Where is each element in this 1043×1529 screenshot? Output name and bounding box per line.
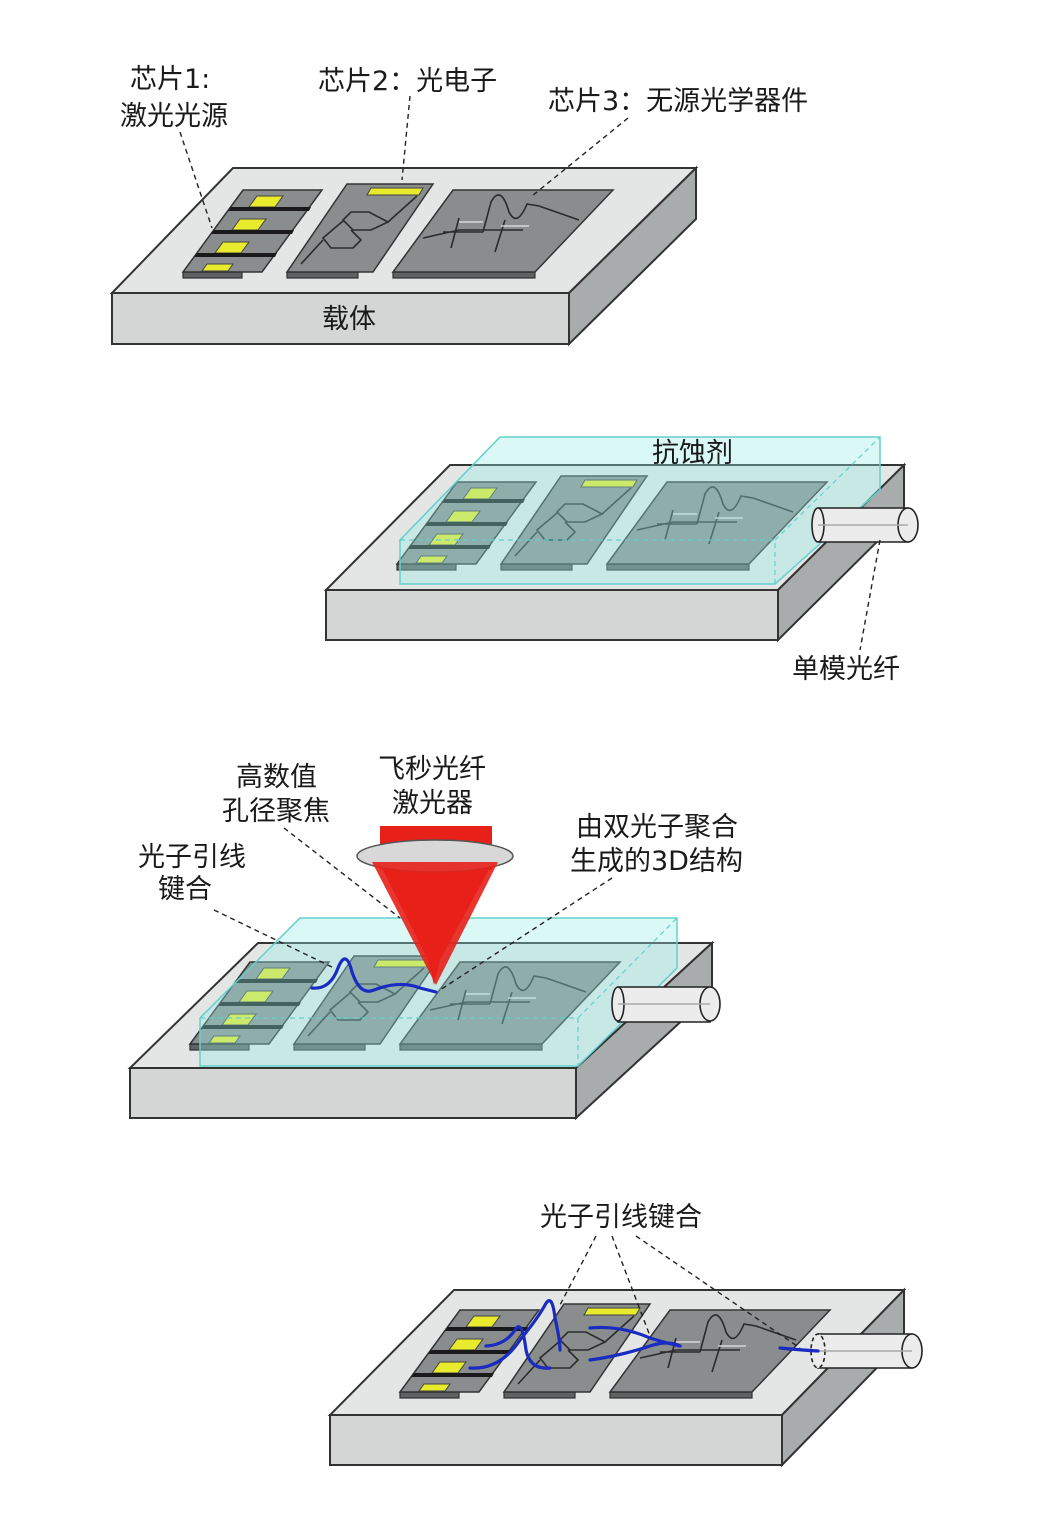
resist-label: 抗蚀剂 xyxy=(652,438,733,469)
panel-4-finished-bonds: 光子引线键合 xyxy=(327,1202,923,1468)
laser-label-line1: 飞秒光纤 xyxy=(378,754,486,785)
pwb-bond-4 xyxy=(588,1341,682,1362)
tpp-label-line2: 生成的3D结构 xyxy=(570,846,743,877)
chip1-label-line1: 芯片1: xyxy=(130,64,210,95)
pwb-bond-2 xyxy=(484,1325,552,1370)
chip1-leader xyxy=(179,131,213,229)
carrier-side xyxy=(568,165,697,347)
femtosecond-laser xyxy=(356,826,514,985)
single-mode-fiber xyxy=(811,507,919,543)
chip3-label: 芯片3：无源光学器件 xyxy=(548,86,808,117)
laser-label-line2: 激光器 xyxy=(392,788,473,819)
chip3-leader xyxy=(531,117,629,197)
pwb-label-4: 光子引线键合 xyxy=(540,1202,702,1233)
single-mode-fiber-3 xyxy=(611,986,721,1023)
single-mode-fiber-4 xyxy=(810,1333,923,1369)
chip1-label-line2: 激光光源 xyxy=(120,101,228,132)
pwb-label-line2: 键合 xyxy=(158,874,212,905)
pwb-label-line1: 光子引线 xyxy=(138,842,246,873)
panel-2-resist-and-fiber: 抗蚀剂 单模光纤 xyxy=(323,436,919,685)
na-label-line1: 高数值 xyxy=(236,762,317,793)
pwb-bond-5 xyxy=(778,1346,820,1353)
pwb-bond-1 xyxy=(468,1299,562,1370)
fiber-label: 单模光纤 xyxy=(792,654,900,685)
chip2-label: 芯片2：光电子 xyxy=(318,66,497,97)
photonic-wire-bond-writing xyxy=(310,957,438,994)
carrier-label: 载体 xyxy=(322,304,376,335)
panel-3-two-photon-writing: 高数值 孔径聚焦 飞秒光纤 激光器 光子引线 键合 由双光子聚合 生成的3D结构 xyxy=(127,754,743,1121)
panel-1-chip-layout: 芯片1: 激光光源 芯片2：光电子 芯片3：无源光学器件 载体 xyxy=(109,64,808,347)
tpp-label-line1: 由双光子聚合 xyxy=(576,812,738,843)
na-label-line2: 孔径聚焦 xyxy=(222,796,330,827)
